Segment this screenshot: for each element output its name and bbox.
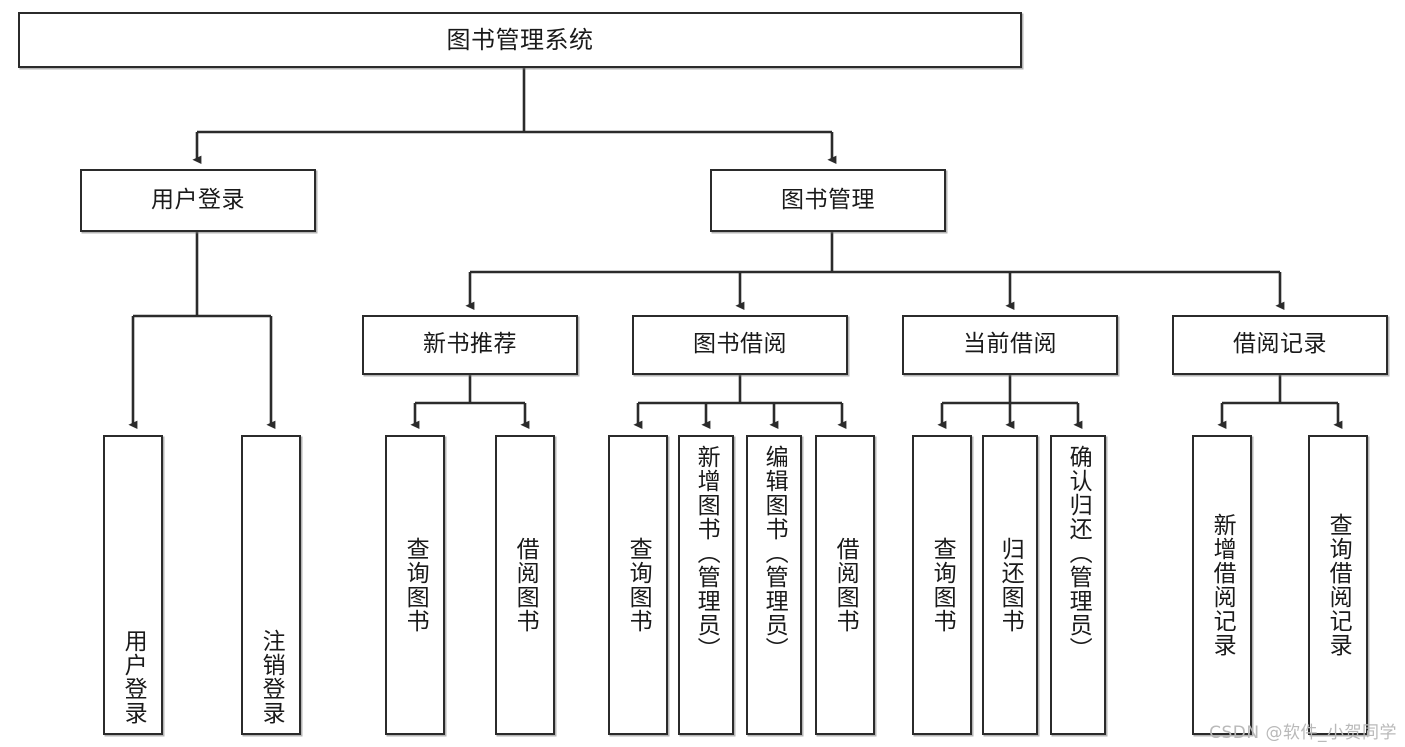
leaf-user-login[interactable]: 用户登录 bbox=[103, 435, 163, 735]
leaf-user-logout[interactable]: 注销登录 bbox=[241, 435, 301, 735]
node-label: 确认归还（管理员） bbox=[1065, 445, 1092, 661]
node-label: 编辑图书（管理员） bbox=[761, 445, 788, 661]
node-label: 当前借阅 bbox=[963, 331, 1057, 358]
node-label: 新增图书（管理员） bbox=[693, 445, 720, 661]
leaf-edit-book-admin[interactable]: 编辑图书（管理员） bbox=[746, 435, 802, 735]
leaf-borrow-book-borrow[interactable]: 借阅图书 bbox=[815, 435, 875, 735]
node-label: 注销登录 bbox=[258, 629, 285, 725]
leaf-query-book-recommend[interactable]: 查询图书 bbox=[385, 435, 445, 735]
node-label: 查询图书 bbox=[402, 537, 429, 633]
node-user-login[interactable]: 用户登录 bbox=[80, 169, 316, 232]
node-label: 新增借阅记录 bbox=[1209, 513, 1236, 657]
node-current-borrow[interactable]: 当前借阅 bbox=[902, 315, 1118, 375]
node-label: 借阅记录 bbox=[1233, 331, 1327, 358]
node-label: 借阅图书 bbox=[512, 537, 539, 633]
node-label: 用户登录 bbox=[151, 186, 245, 213]
leaf-query-borrow-record[interactable]: 查询借阅记录 bbox=[1308, 435, 1368, 735]
leaf-query-book-borrow[interactable]: 查询图书 bbox=[608, 435, 668, 735]
node-label: 用户登录 bbox=[120, 629, 147, 725]
node-label: 新书推荐 bbox=[423, 331, 517, 358]
leaf-add-borrow-record[interactable]: 新增借阅记录 bbox=[1192, 435, 1252, 735]
node-root-book-management-system[interactable]: 图书管理系统 bbox=[18, 12, 1022, 68]
node-label: 查询借阅记录 bbox=[1325, 513, 1352, 657]
leaf-confirm-return-admin[interactable]: 确认归还（管理员） bbox=[1050, 435, 1106, 735]
leaf-return-book[interactable]: 归还图书 bbox=[982, 435, 1038, 735]
node-book-management[interactable]: 图书管理 bbox=[710, 169, 946, 232]
node-book-borrow[interactable]: 图书借阅 bbox=[632, 315, 848, 375]
node-label: 查询图书 bbox=[929, 537, 956, 633]
leaf-query-book-current[interactable]: 查询图书 bbox=[912, 435, 972, 735]
leaf-borrow-book-recommend[interactable]: 借阅图书 bbox=[495, 435, 555, 735]
node-label: 查询图书 bbox=[625, 537, 652, 633]
node-new-book-recommend[interactable]: 新书推荐 bbox=[362, 315, 578, 375]
node-label: 借阅图书 bbox=[832, 537, 859, 633]
node-label: 图书借阅 bbox=[693, 331, 787, 358]
node-label: 图书管理 bbox=[781, 186, 875, 213]
watermark-text: CSDN @软件_小贺同学 bbox=[1209, 723, 1397, 743]
node-label: 归还图书 bbox=[997, 537, 1024, 633]
node-label: 图书管理系统 bbox=[446, 25, 594, 54]
node-borrow-record[interactable]: 借阅记录 bbox=[1172, 315, 1388, 375]
leaf-add-book-admin[interactable]: 新增图书（管理员） bbox=[678, 435, 734, 735]
